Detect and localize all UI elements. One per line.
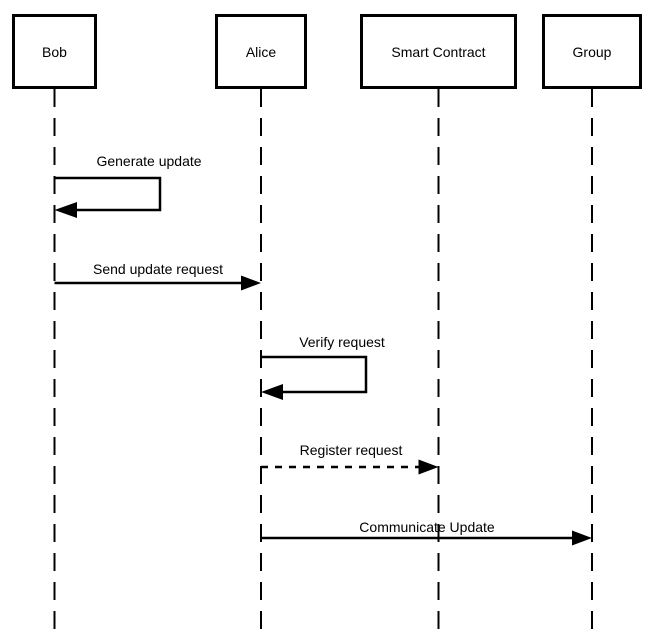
actor-label-group: Group: [572, 43, 612, 60]
message-label-communicate-update: Communicate Update: [359, 519, 495, 535]
message-line-verify-request: [261, 355, 368, 394]
actor-box-bob: Bob: [12, 14, 97, 89]
actor-label-alice: Alice: [245, 43, 277, 60]
actor-label-smart-contract: Smart Contract: [391, 43, 486, 60]
message-label-verify-request: Verify request: [299, 334, 385, 350]
actor-box-alice: Alice: [215, 14, 307, 89]
actor-box-smart-contract: Smart Contract: [360, 14, 517, 89]
arrowhead-generate-update: [54, 202, 77, 218]
message-label-send-update-request: Send update request: [93, 261, 223, 277]
arrowhead-send-update-request: [241, 275, 261, 291]
message-line-generate-update: [54, 176, 162, 212]
arrowhead-register-request: [418, 459, 439, 475]
message-label-register-request: Register request: [299, 442, 403, 458]
arrowhead-verify-request: [261, 384, 283, 400]
actor-box-group: Group: [542, 14, 642, 89]
arrowhead-communicate-update: [572, 530, 592, 546]
actor-label-bob: Bob: [42, 43, 67, 60]
message-label-generate-update: Generate update: [96, 153, 202, 169]
